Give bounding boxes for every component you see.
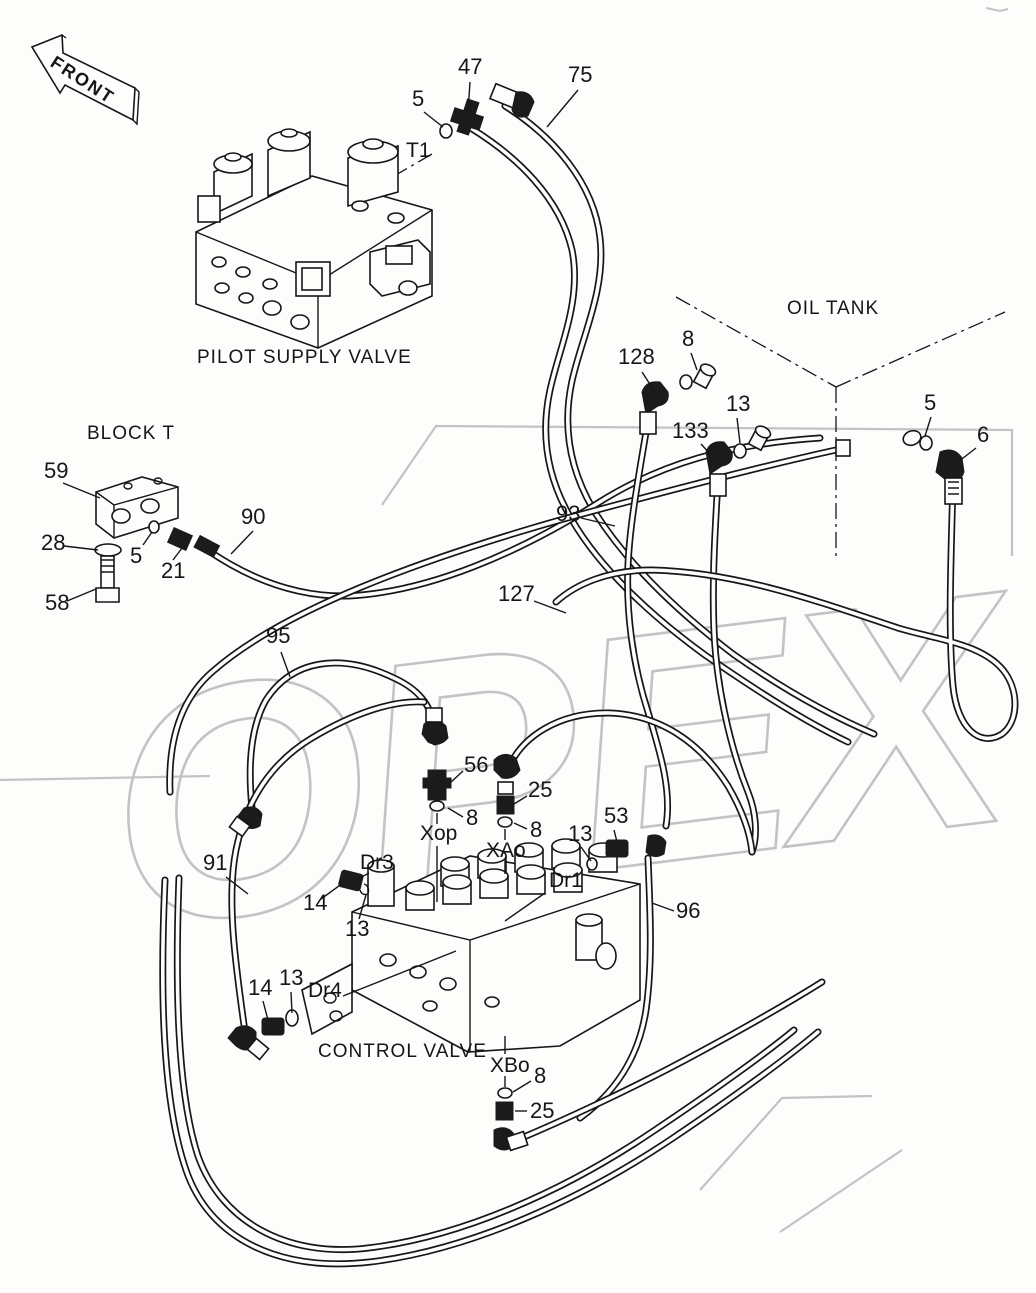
callout-25-b: 25 (530, 1098, 555, 1123)
fitting-dr4 (227, 1009, 299, 1061)
block-t (94, 476, 221, 603)
plug-8a (692, 363, 717, 390)
elbow-6 (902, 429, 965, 505)
hose-133-xao (503, 476, 759, 856)
callout-5-top: 5 (412, 86, 425, 111)
elbow-133 (705, 425, 772, 497)
callout-59: 59 (44, 458, 69, 483)
block-t-label: BLOCK T (87, 423, 175, 444)
oring-8c (497, 816, 513, 828)
valve-caps (367, 838, 618, 961)
callout-56: 56 (464, 752, 489, 777)
callout-6: 6 (977, 422, 990, 447)
oring-8b (429, 800, 445, 812)
hose-91 (228, 698, 428, 1036)
callout-Dr3: Dr3 (360, 851, 394, 874)
oring-5b (919, 435, 933, 451)
fitting-21 (166, 526, 194, 552)
callout-13-d: 13 (279, 965, 304, 990)
fitting-dr3 (338, 869, 370, 896)
fitting-14a (338, 869, 364, 892)
callout-75: 75 (568, 62, 593, 87)
hose-127 (166, 446, 840, 796)
fitting-53 (586, 834, 667, 871)
callout-Dr1: Dr1 (549, 869, 583, 892)
callout-5-b: 5 (924, 390, 937, 415)
callout-XAo: XAo (486, 839, 526, 862)
oring-8d (497, 1087, 513, 1099)
tee-fitting-47 (439, 82, 535, 139)
callout-5-c: 5 (130, 543, 143, 568)
callout-Dr4: Dr4 (308, 979, 342, 1002)
elbow-128 (639, 363, 717, 435)
elbow-75 (511, 91, 535, 118)
oring-13c (359, 883, 370, 896)
fitting-25b (495, 1101, 514, 1121)
hose-90 (202, 434, 824, 600)
callout-8-b: 8 (466, 805, 479, 830)
callout-91: 91 (203, 850, 228, 875)
hose-96 (576, 854, 654, 1122)
control-valve (301, 838, 641, 1053)
hose-6 (552, 478, 1019, 742)
union-56 (421, 707, 452, 812)
oring-5a (439, 123, 453, 139)
callout-96: 96 (676, 898, 701, 923)
callout-8-c: 8 (530, 817, 543, 842)
elbow-95-low (228, 806, 263, 838)
plug-13a (747, 425, 772, 452)
callout-95: 95 (266, 623, 291, 648)
bolt-58 (95, 555, 120, 603)
callout-127: 127 (498, 581, 535, 606)
hose-75 (465, 102, 878, 746)
callout-8-a: 8 (682, 326, 695, 351)
fitting-xbo (493, 1087, 529, 1152)
port-lines (436, 813, 506, 1087)
callout-13-a: 13 (726, 391, 751, 416)
callout-T1: T1 (406, 139, 431, 162)
callout-Xop: Xop (420, 822, 458, 845)
hose-95 (246, 659, 439, 812)
hose-90-end (835, 439, 851, 457)
oring-8a (679, 374, 693, 390)
pilot-supply-valve (195, 128, 433, 349)
callout-53: 53 (604, 803, 629, 828)
callout-21: 21 (161, 558, 186, 583)
fitting-25a (493, 754, 521, 828)
callout-13-c: 13 (345, 916, 370, 941)
pilot-supply-valve-label: PILOT SUPPLY VALVE (197, 347, 412, 368)
callout-128: 128 (618, 344, 655, 369)
washer-28 (94, 543, 122, 557)
oil-tank-label: OIL TANK (787, 298, 880, 319)
front-arrow (30, 33, 140, 126)
callout-13-b: 13 (568, 821, 593, 846)
callout-47: 47 (458, 54, 483, 79)
callout-8-d: 8 (534, 1063, 547, 1088)
callout-14-a: 14 (303, 890, 328, 915)
leader-lines (62, 81, 977, 1112)
hose-xbo (508, 978, 826, 1146)
callout-133: 133 (672, 418, 709, 443)
callout-90: 90 (241, 504, 266, 529)
oring-5c (148, 520, 160, 534)
fittings (227, 82, 965, 1152)
oil-tank-outline (675, 296, 1006, 560)
callout-14-b: 14 (248, 975, 273, 1000)
callout-93: 93 (556, 501, 581, 526)
oring-13a (733, 443, 747, 459)
callout-25-a: 25 (528, 777, 553, 802)
callout-28: 28 (41, 530, 66, 555)
hoses (159, 102, 1019, 1268)
callout-XBo: XBo (490, 1054, 530, 1077)
hose-93 (624, 416, 672, 830)
hose-bottom-loop (159, 874, 822, 1268)
oring-13b (586, 857, 598, 871)
control-valve-label: CONTROL VALVE (318, 1041, 487, 1062)
hose-90-crimp (193, 534, 221, 559)
elbow-xao-end (493, 754, 521, 779)
fitting-14b (261, 1017, 285, 1036)
callout-58: 58 (45, 590, 70, 615)
